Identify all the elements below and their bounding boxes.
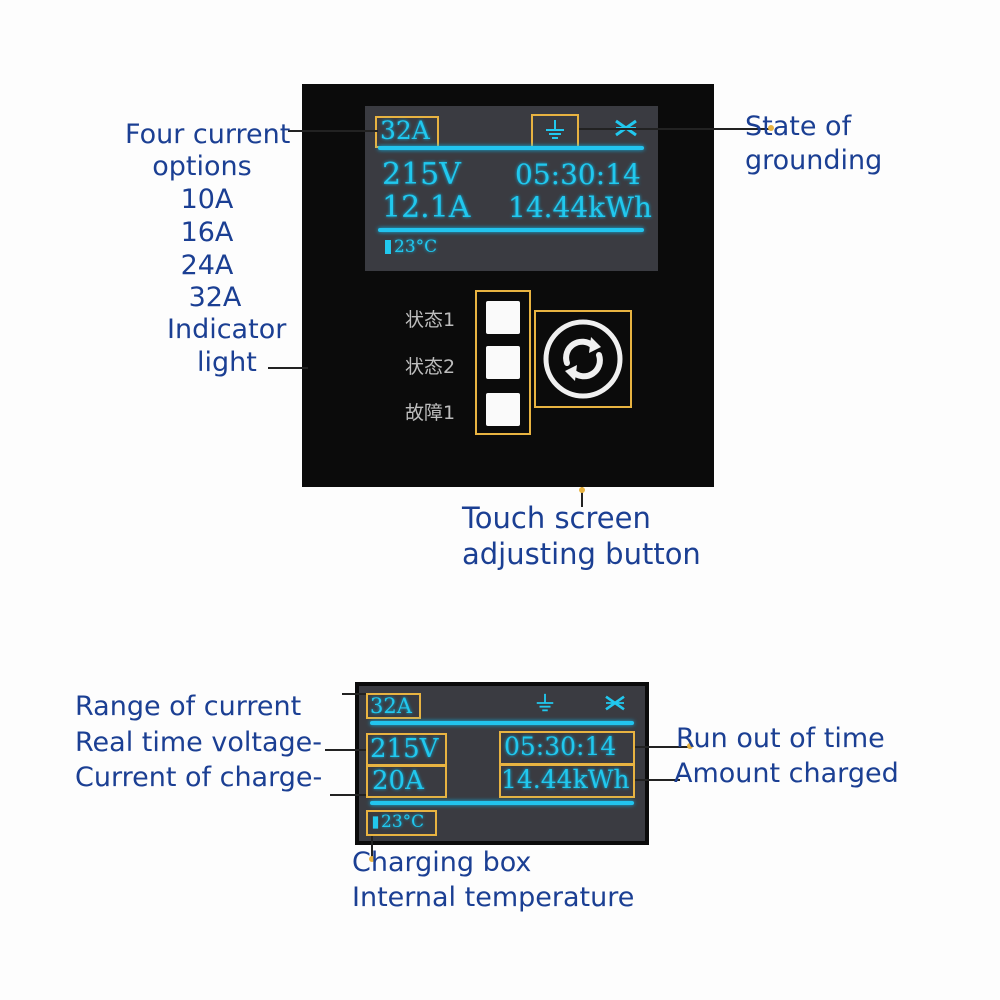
bottom-divider-top (370, 721, 634, 725)
leader-touch (581, 487, 583, 507)
bottom-temp-box (366, 810, 437, 836)
lcd-screen (365, 106, 658, 271)
leader-four-current (288, 130, 378, 132)
amps-value: 12.1A (382, 190, 471, 225)
label-option-10a: 10A (180, 184, 234, 215)
touch-button-box (534, 310, 632, 408)
bottom-energy-value: 14.44kWh (501, 765, 630, 794)
label-option-32a: 32A (188, 282, 242, 313)
leader-amount (635, 779, 680, 781)
label-four-current-line1: Four current (125, 119, 291, 150)
leader-voltage (325, 749, 366, 751)
indicator-light-1 (486, 301, 520, 334)
bottom-current-box (366, 693, 421, 719)
leader-temp (371, 836, 373, 858)
label-run-out: Run out of time (676, 723, 885, 754)
leader-charge-current (330, 794, 366, 796)
lcd-divider-bottom (378, 228, 644, 232)
label-touch-line2: adjusting button (462, 537, 701, 571)
indicator-lights-box (475, 290, 531, 435)
bottom-ground-icon (536, 693, 554, 712)
leader-run-out (635, 746, 690, 748)
bottom-divider-bottom (370, 801, 634, 805)
indicator-label-1: 状态1 (405, 309, 456, 331)
bottom-current-value: 32A (370, 694, 412, 718)
label-grounding-line1: State of (745, 111, 852, 142)
leader-run-out-end (687, 743, 693, 749)
bottom-battery-icon (372, 816, 379, 829)
indicator-light-2 (486, 346, 520, 379)
bottom-energy-box (499, 764, 635, 798)
label-indicator-line1: Indicator (167, 314, 287, 345)
label-temp-line2: Internal temperature (352, 882, 635, 913)
voltage-value: 215V (382, 157, 461, 192)
bottom-temperature-value: 23°C (381, 812, 425, 832)
label-four-current-line2: options (152, 151, 252, 182)
battery-icon (385, 240, 391, 254)
indicator-label-2: 状态2 (405, 356, 456, 378)
label-indicator-line2: light (197, 347, 257, 378)
refresh-icon[interactable] (541, 317, 625, 401)
leader-touch-end (579, 487, 585, 493)
bottom-amps-value: 20A (372, 766, 424, 796)
leader-indicator (268, 367, 308, 369)
ground-icon (546, 120, 564, 139)
bottom-voltage-value: 215V (370, 734, 439, 764)
leader-temp-end (369, 856, 375, 862)
label-option-24a: 24A (180, 250, 234, 281)
label-grounding-line2: grounding (745, 145, 883, 176)
energy-value: 14.44kWh (508, 191, 652, 224)
label-voltage: Real time voltage- (75, 727, 322, 758)
leader-grounding-end (768, 125, 774, 131)
bottom-x-icon (605, 695, 625, 711)
temperature-value: 23°C (394, 237, 438, 257)
time-value: 05:30:14 (515, 158, 641, 191)
label-charge-current: Current of charge- (75, 762, 323, 793)
bottom-time-value: 05:30:14 (504, 732, 617, 761)
bottom-amps-box (366, 765, 447, 798)
label-amount: Amount charged (674, 758, 899, 789)
label-option-16a: 16A (180, 217, 234, 248)
label-range: Range of current (75, 691, 302, 722)
lcd-divider-top (378, 146, 644, 150)
leader-grounding (579, 128, 771, 130)
current-option-value: 32A (380, 116, 430, 145)
indicator-label-3: 故障1 (405, 402, 456, 424)
label-touch-line1: Touch screen (462, 501, 651, 535)
indicator-light-3 (486, 393, 520, 426)
leader-range (342, 693, 366, 695)
label-temp-line1: Charging box (352, 847, 532, 878)
